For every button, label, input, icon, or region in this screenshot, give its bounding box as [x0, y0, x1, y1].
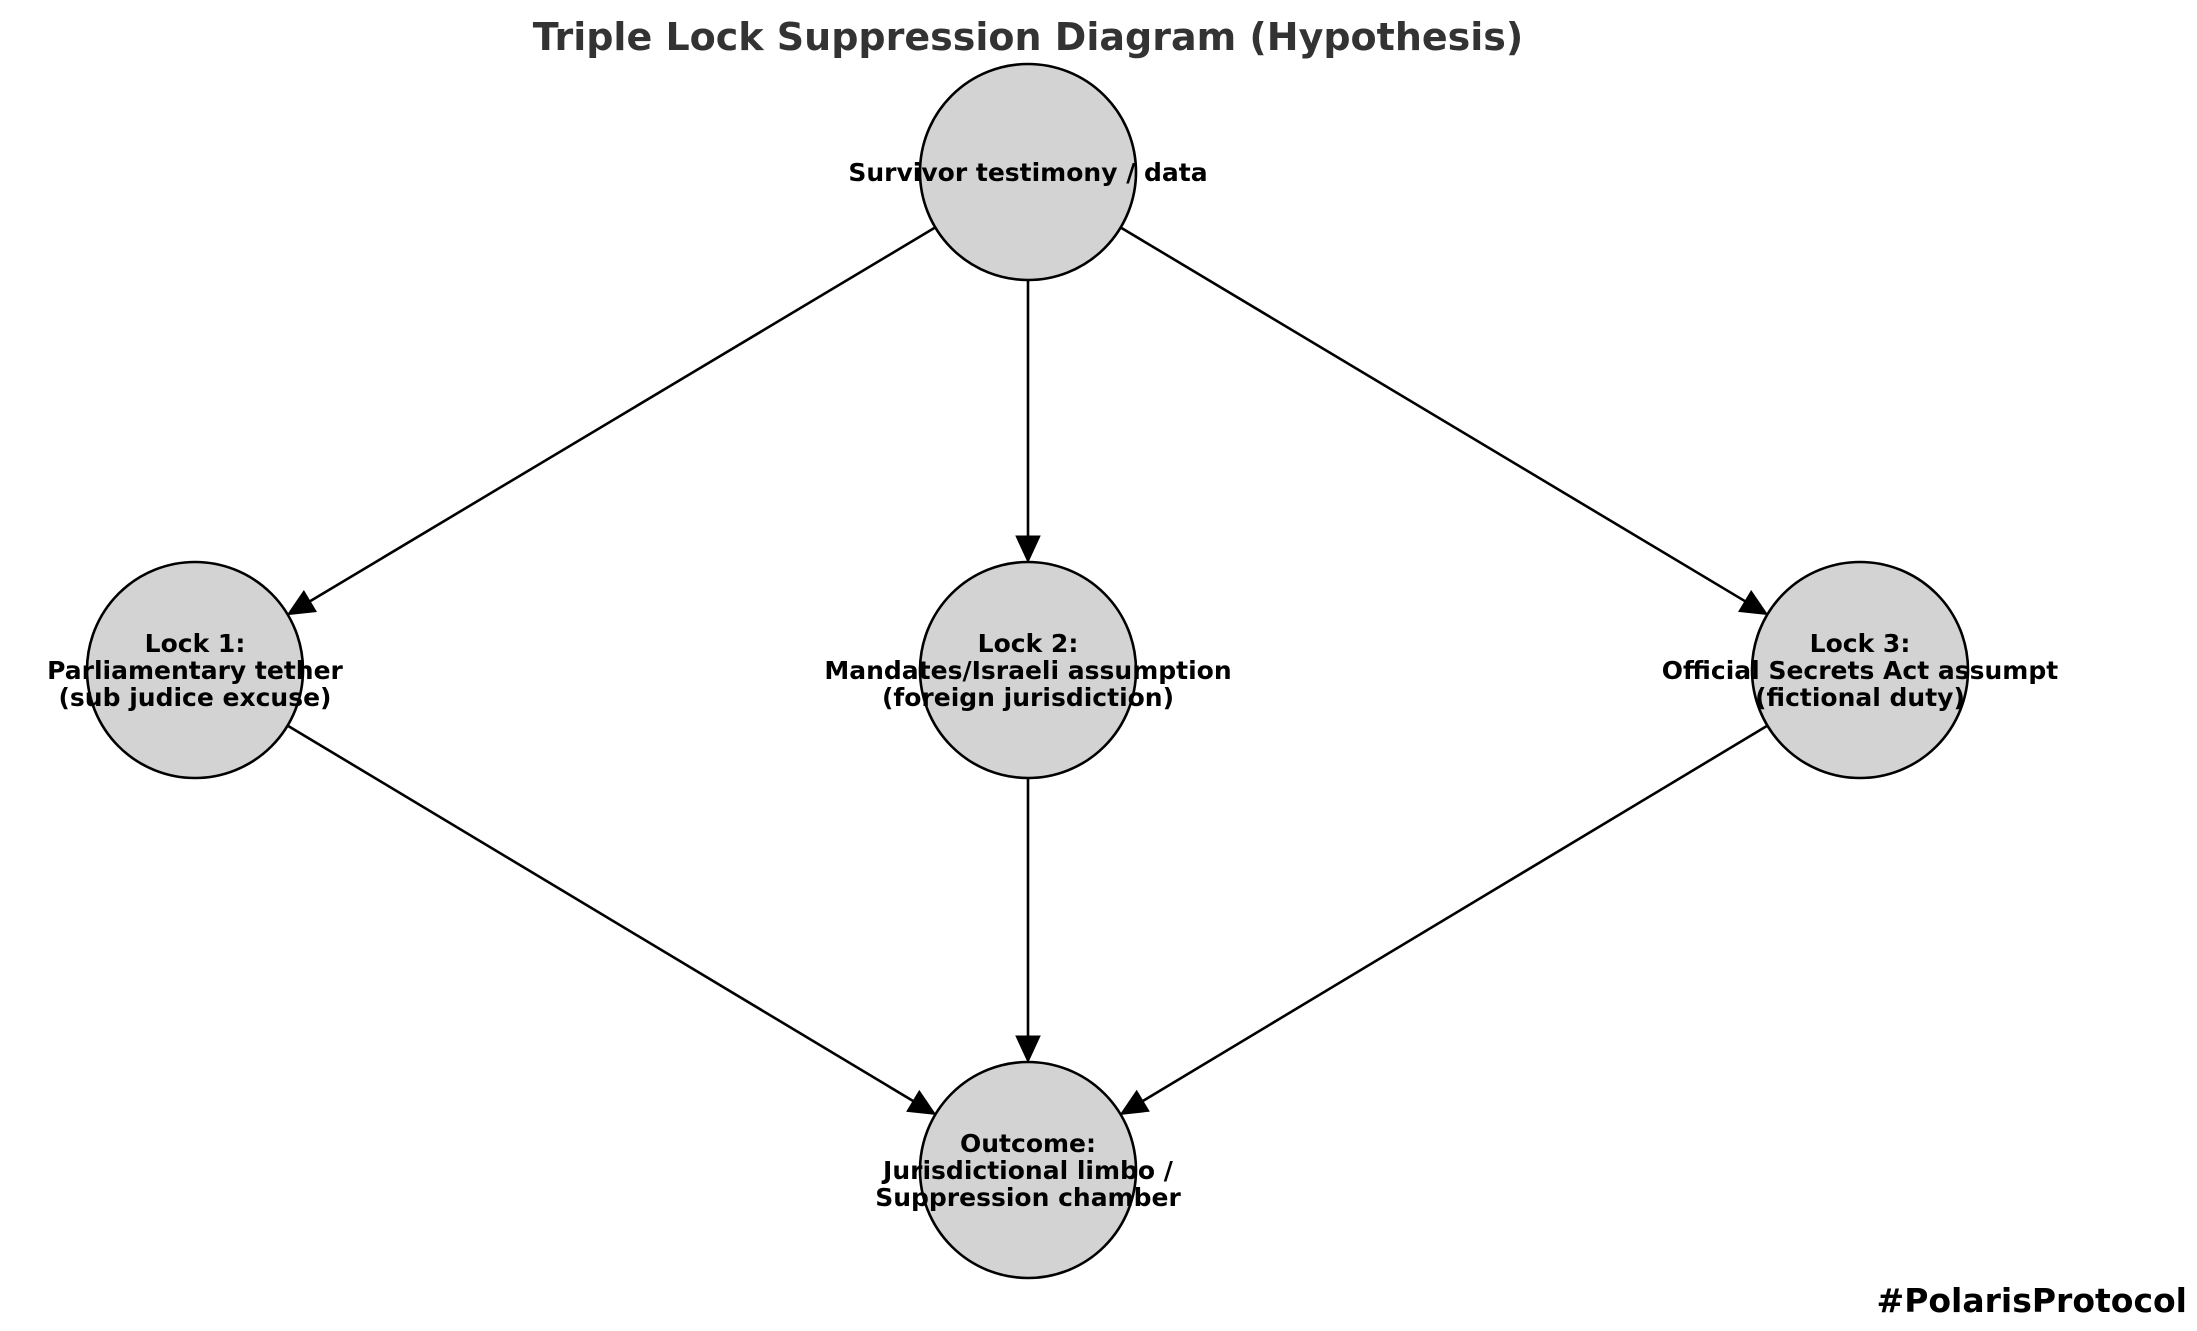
node-circle [1750, 560, 1970, 780]
edge-line [1120, 226, 1746, 603]
arrowhead-icon [286, 590, 318, 616]
diagram-title: Triple Lock Suppression Diagram (Hypothe… [533, 15, 1524, 59]
node-circle [918, 560, 1138, 780]
node-circle [918, 1060, 1138, 1280]
node-label-line: Jurisdictional limbo / [881, 1156, 1174, 1185]
node-outcome: Outcome:Jurisdictional limbo /Suppressio… [875, 1060, 1181, 1280]
node-label-line: Suppression chamber [875, 1183, 1181, 1212]
node-label-line: Survivor testimony / data [848, 158, 1207, 187]
edge-lock1-to-outcome [286, 724, 937, 1116]
node-label-line: Official Secrets Act assumpt [1662, 656, 2058, 685]
arrowhead-icon [1119, 1089, 1150, 1115]
edge-line [1142, 724, 1769, 1103]
node-circle [85, 560, 305, 780]
edge-lock3-to-outcome [1119, 724, 1769, 1115]
edge-lock2-to-outcome [1015, 778, 1041, 1064]
arrowhead-icon [906, 1089, 937, 1116]
node-label-line: Lock 2: [978, 629, 1079, 658]
node-label-line: (fictional duty) [1755, 683, 1965, 712]
watermark-hashtag: #PolarisProtocol [1877, 1281, 2187, 1320]
node-label-line: Lock 3: [1810, 629, 1911, 658]
arrowhead-icon [1015, 535, 1041, 564]
edges-layer [286, 226, 1769, 1116]
node-label-line: Mandates/Israeli assumption [824, 656, 1231, 685]
node-label-line: Outcome: [960, 1129, 1096, 1158]
arrowhead-icon [1015, 1035, 1041, 1064]
edge-line [309, 226, 936, 603]
arrowhead-icon [1738, 589, 1769, 616]
node-survivor: Survivor testimony / data [848, 62, 1208, 282]
node-lock1: Lock 1:Parliamentary tether(sub judice e… [47, 560, 344, 780]
node-label-line: Parliamentary tether [47, 656, 343, 685]
node-circle [918, 62, 1138, 282]
edge-survivor-to-lock3 [1120, 226, 1769, 616]
edge-line [286, 724, 914, 1103]
edge-survivor-to-lock1 [286, 226, 936, 616]
node-label-line: Lock 1: [145, 629, 246, 658]
node-label-line: (foreign jurisdiction) [882, 683, 1174, 712]
node-lock2: Lock 2:Mandates/Israeli assumption(forei… [824, 560, 1232, 780]
node-label-line: (sub judice excuse) [59, 683, 332, 712]
edge-survivor-to-lock2 [1015, 280, 1041, 564]
node-lock3: Lock 3:Official Secrets Act assumpt(fict… [1662, 560, 2058, 780]
